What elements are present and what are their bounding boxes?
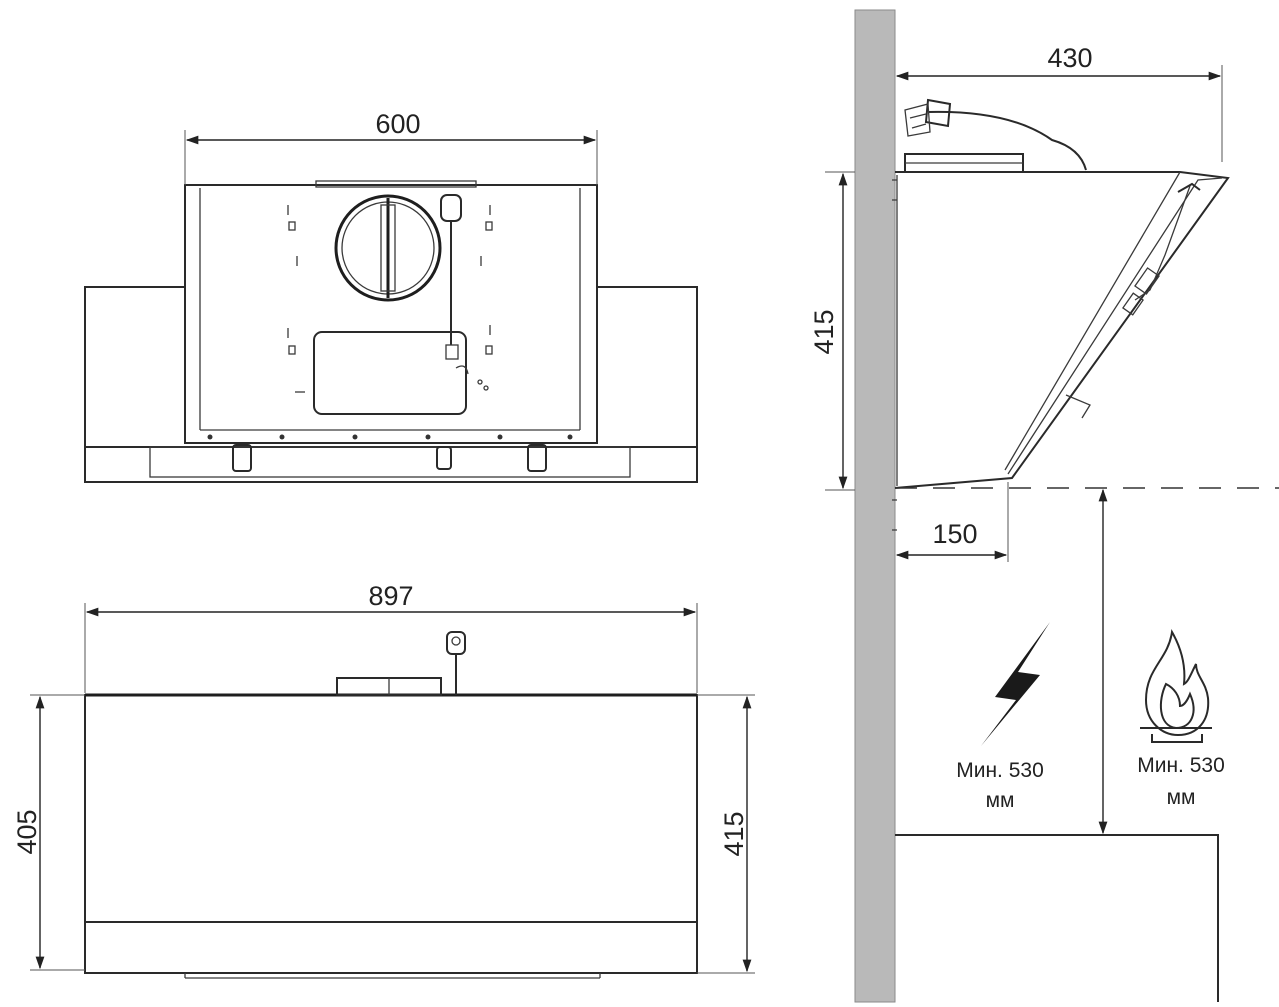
dimension-top-width: 600 — [184, 109, 598, 185]
left-height-label: 405 — [12, 809, 42, 854]
electric-clearance-line2: мм — [986, 789, 1015, 812]
top-width-label: 600 — [375, 109, 420, 139]
bottom-offset-label: 150 — [932, 519, 977, 549]
dimension-right-height: 415 — [697, 694, 755, 974]
hood-front-view — [84, 631, 698, 979]
right-height-label: 415 — [719, 811, 749, 856]
gas-clearance-line2: мм — [1167, 786, 1196, 809]
flame-icon — [1140, 628, 1212, 743]
hood-back-view — [84, 180, 698, 483]
side-view — [854, 9, 1279, 1003]
mounting-slots — [287, 205, 493, 393]
dimension-depth: 430 — [895, 43, 1223, 162]
plug-cable-side — [904, 98, 1087, 171]
dimension-left-height: 405 — [12, 694, 85, 971]
side-height-label: 415 — [809, 309, 839, 354]
gas-clearance-line1: Мин. 530 — [1137, 754, 1225, 777]
electric-clearance-line1: Мин. 530 — [956, 759, 1044, 782]
countertop — [895, 834, 1219, 1002]
depth-label: 430 — [1047, 43, 1092, 73]
hinge-brackets — [232, 444, 547, 472]
dimension-side-height: 415 — [809, 171, 855, 491]
hood-side-profile — [892, 153, 1230, 531]
front-panel — [84, 694, 698, 974]
cable-plug-top — [446, 631, 466, 695]
filter-window — [313, 331, 467, 415]
wall — [854, 9, 896, 1003]
mounting-plate — [184, 184, 598, 444]
dimension-bottom-offset: 150 — [895, 482, 1009, 562]
power-cable — [440, 194, 469, 375]
lightning-icon — [981, 622, 1050, 746]
fan-outlet — [334, 194, 442, 302]
full-width-label: 897 — [368, 581, 413, 611]
screws-row — [207, 434, 573, 440]
dimension-full-width: 897 — [84, 581, 698, 693]
